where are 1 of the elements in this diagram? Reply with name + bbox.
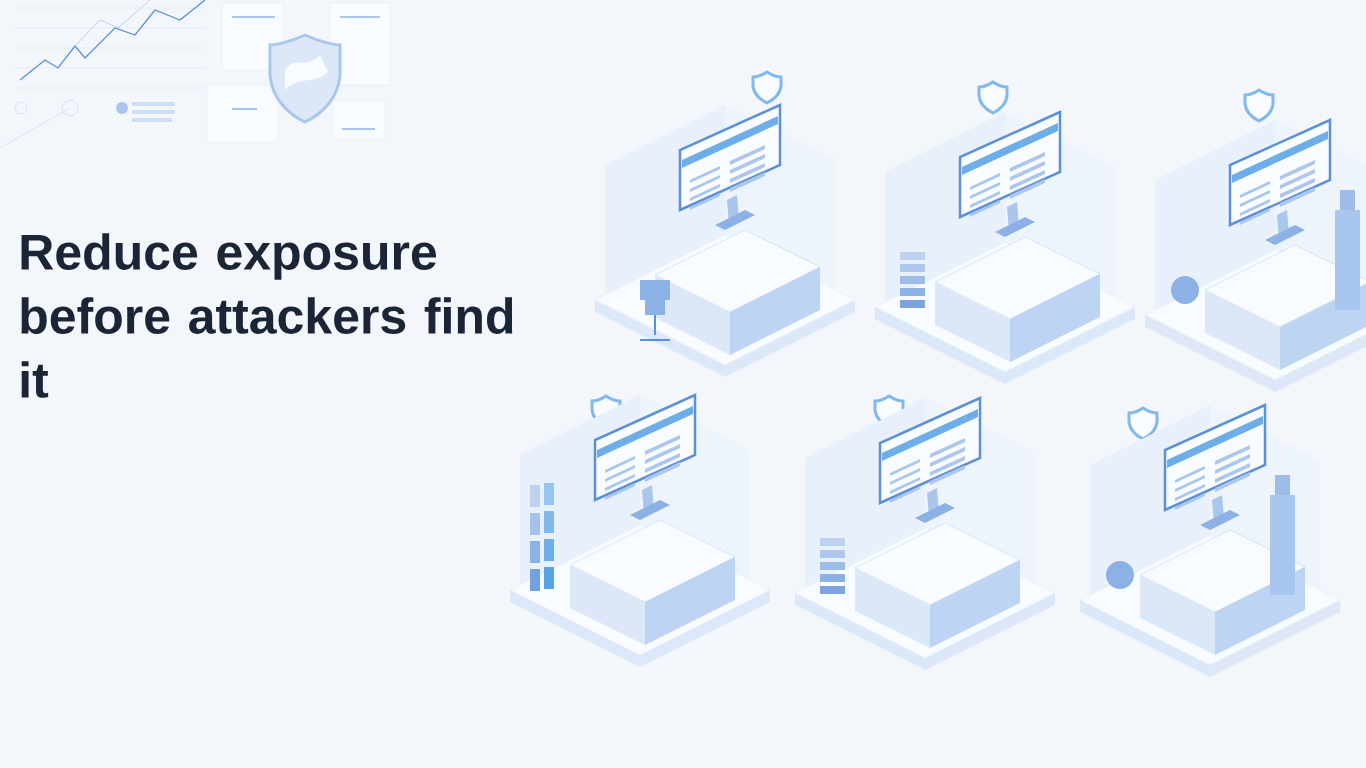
heading: Reduce exposure before attackers find it	[21, 233, 513, 398]
